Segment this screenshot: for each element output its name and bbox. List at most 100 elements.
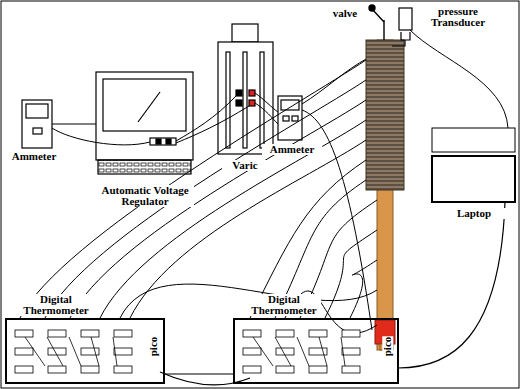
- variac: [232, 24, 258, 42]
- valve-label: valve: [322, 8, 368, 19]
- variac: [218, 24, 273, 154]
- thermometer-displays: [297, 337, 309, 366]
- thermocouple-wires: [325, 230, 377, 318]
- thermometer-displays: [114, 330, 132, 337]
- thermometer-displays: [342, 366, 360, 373]
- power-wires: [255, 103, 278, 124]
- thermometer-box: Digital Thermometerpico: [5, 318, 165, 384]
- ammeter-left: [22, 100, 52, 148]
- thermometer-displays: [81, 348, 99, 355]
- thermometer-displays: [342, 330, 360, 337]
- voltage-regulator: [96, 72, 193, 160]
- thermometer-displays: [81, 366, 99, 373]
- data-cables: [398, 202, 505, 368]
- thermometer-displays: [114, 366, 132, 373]
- voltage-regulator: [166, 139, 171, 144]
- power-wires: [52, 58, 372, 330]
- instrument-label: Ammeter: [262, 144, 322, 155]
- thermocouple-wires: [350, 260, 377, 318]
- thermometer-displays: [341, 337, 345, 366]
- variac: [226, 52, 230, 148]
- power-wires: [52, 128, 150, 145]
- variac: [249, 100, 255, 106]
- voltage-regulator: [138, 92, 160, 122]
- laptop-drawing: [432, 128, 515, 152]
- thermometer-displays: [15, 330, 360, 373]
- power-wires: [52, 124, 96, 125]
- thermometer-displays: [309, 348, 327, 355]
- voltage-regulator: [103, 79, 186, 131]
- test-column: [366, 40, 404, 350]
- ammeter-left: [22, 100, 52, 148]
- thermometer-displays: [309, 366, 327, 373]
- thermometer-displays: [15, 366, 33, 373]
- variac: [218, 42, 273, 154]
- thermometer-displays: [319, 337, 327, 366]
- thermometer-displays: [91, 337, 99, 366]
- variac: [236, 100, 242, 106]
- thermocouple-wires: [130, 140, 366, 318]
- thermometer-displays: [48, 366, 66, 373]
- thermocouple-wires: [70, 100, 366, 318]
- pico-label: pico: [382, 337, 393, 357]
- pressure-transducer: [392, 40, 405, 46]
- thermometer-displays: [47, 337, 63, 366]
- thermometer-displays: [276, 348, 294, 355]
- thermometer-displays: [276, 366, 294, 373]
- thermometer-displays: [48, 348, 66, 355]
- ammeter-left: [33, 128, 42, 134]
- thermometer-displays: [253, 337, 273, 366]
- voltage-regulator: [98, 160, 191, 174]
- variac: [249, 90, 255, 96]
- thermometer-displays: [69, 337, 81, 366]
- data-cables: [160, 202, 505, 385]
- power-wires: [176, 106, 249, 143]
- pressure-transducer: [399, 8, 412, 30]
- thermometer-box: Digital Thermometerpico: [233, 318, 399, 384]
- voltage-regulator: [150, 138, 176, 145]
- thermometer-displays: [342, 348, 360, 355]
- cable-connector: [165, 373, 233, 374]
- variac: [243, 52, 247, 148]
- valve-symbol: [383, 20, 384, 40]
- thermometer-displays: [275, 337, 291, 366]
- test-column: [366, 40, 404, 190]
- thermometer-displays: [309, 330, 327, 337]
- pico-label: pico: [148, 337, 159, 357]
- thermometer-displays: [15, 330, 33, 337]
- ammeter-right: [283, 116, 289, 121]
- thermometer-displays: [276, 330, 294, 337]
- thermometer-displays: [243, 348, 261, 355]
- thermocouple-wires: [120, 284, 377, 318]
- instrument-label: Automatic Voltage Regulator: [96, 185, 194, 207]
- power-wires: [255, 93, 278, 112]
- laptop-drawing: [432, 128, 515, 202]
- valve-symbol: [369, 5, 375, 11]
- device-heading: Digital Thermometer: [19, 294, 93, 316]
- thermocouple-wires: [20, 60, 366, 318]
- pressure-transducer: [401, 32, 410, 40]
- voltage-regulator: [96, 72, 193, 174]
- pressure-transducer: [410, 30, 508, 128]
- thermometer-displays: [243, 366, 261, 373]
- voltage-regulator: [156, 139, 161, 144]
- thermometer-displays: [48, 330, 66, 337]
- laptop-drawing: [432, 156, 515, 202]
- ammeter-right: [292, 116, 298, 121]
- thermocouple-wires: [20, 60, 377, 333]
- thermometer-displays: [25, 337, 45, 366]
- thermometer-displays: [15, 348, 33, 355]
- thermocouple-wires: [45, 80, 366, 318]
- thermometer-displays: [114, 348, 132, 355]
- thermometer-displays: [81, 330, 99, 337]
- thermometer-displays: [113, 337, 117, 366]
- ammeter-right: [281, 100, 299, 110]
- instrument-label: Ammeter: [2, 151, 66, 162]
- thermometer-displays: [243, 330, 261, 337]
- valve-symbol: [369, 5, 384, 40]
